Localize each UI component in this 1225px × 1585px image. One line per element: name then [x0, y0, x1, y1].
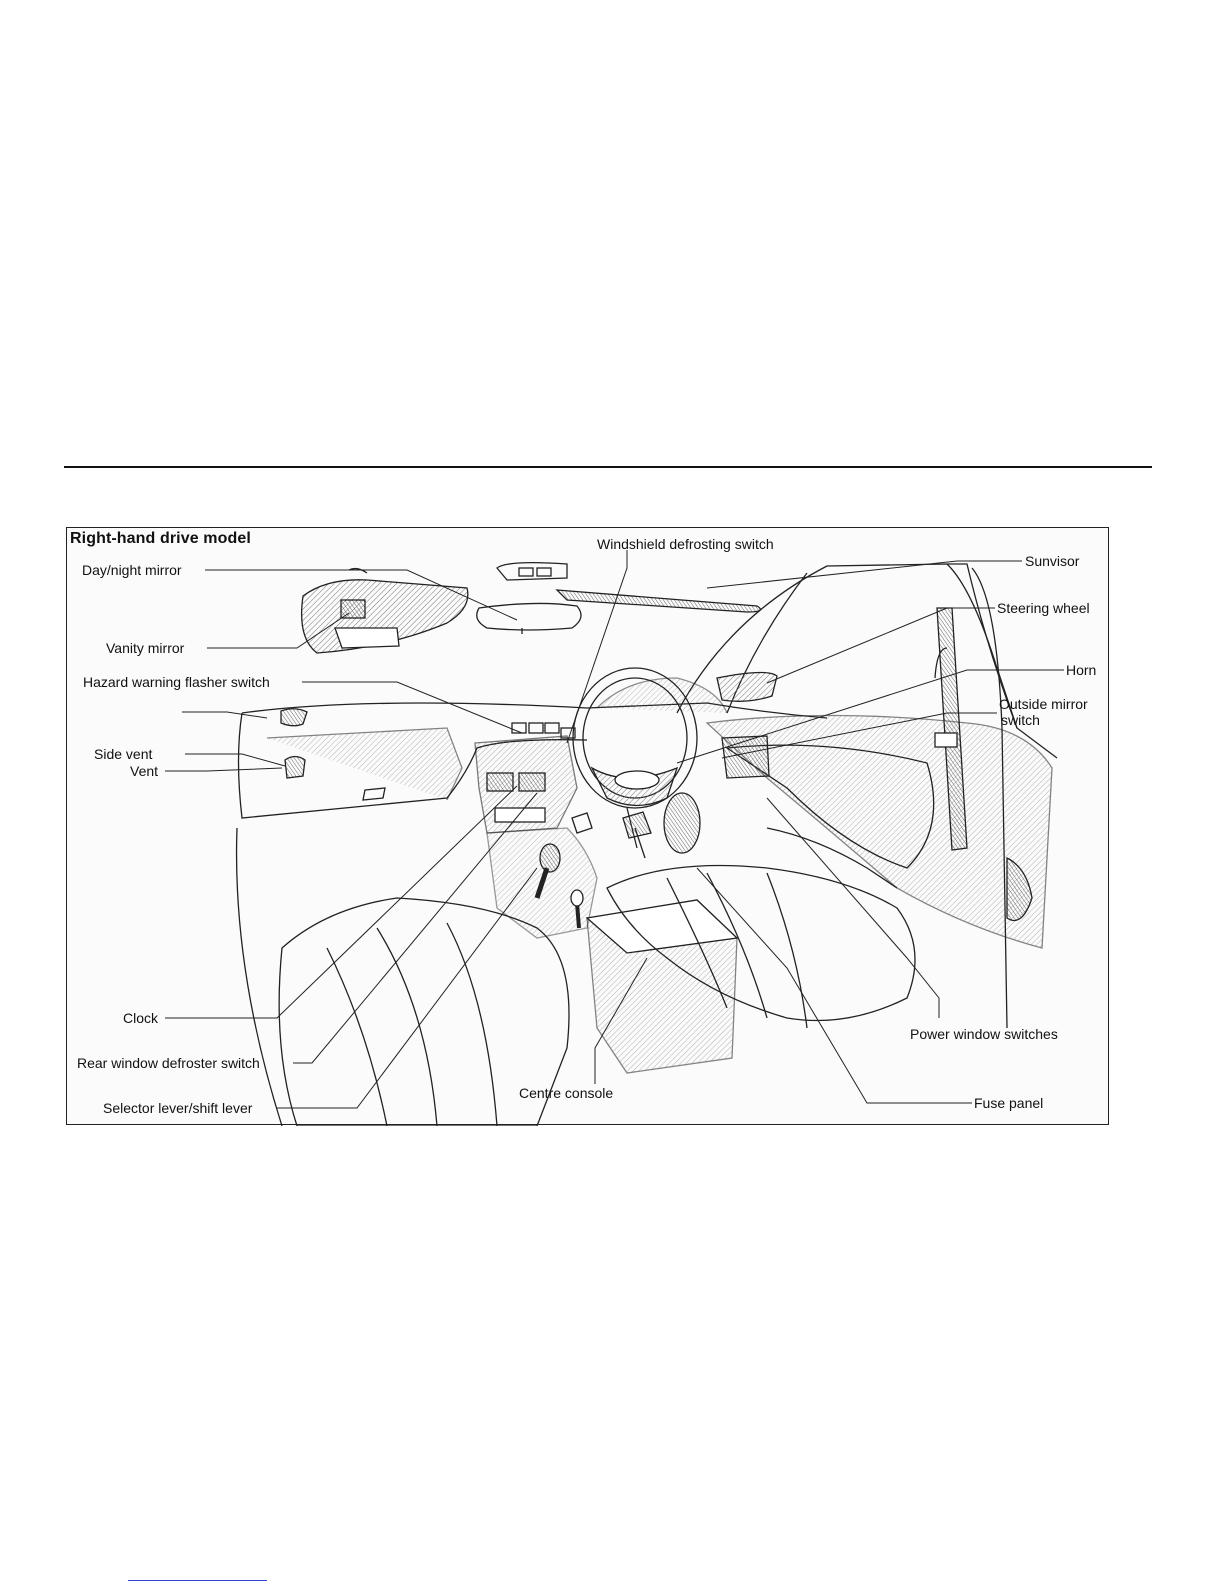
- label-rear-window-defroster-switch: Rear window defroster switch: [77, 1055, 260, 1071]
- day-night-mirror-shape: [477, 603, 581, 634]
- section-divider: [64, 466, 1152, 468]
- label-selector-lever: Selector lever/shift lever: [103, 1100, 252, 1116]
- centre-stack-shape: [475, 723, 577, 833]
- label-sunvisor: Sunvisor: [1025, 553, 1079, 569]
- label-steering-wheel: Steering wheel: [997, 600, 1090, 616]
- label-fuse-panel: Fuse panel: [974, 1095, 1043, 1111]
- label-day-night-mirror: Day/night mirror: [82, 562, 182, 578]
- centre-console-shape: [487, 828, 737, 1073]
- vanity-mirror-glass: [341, 600, 365, 618]
- label-outside-mirror-switch: Outside mirror: [999, 696, 1088, 712]
- label-vent: Vent: [130, 763, 158, 779]
- label-centre-console: Centre console: [519, 1085, 613, 1101]
- label-windshield-defrosting-switch: Windshield defrosting switch: [597, 536, 774, 552]
- label-hazard-warning-flasher-switch: Hazard warning flasher switch: [83, 674, 270, 690]
- label-horn: Horn: [1066, 662, 1096, 678]
- diagram-heading: Right-hand drive model: [70, 530, 251, 548]
- label-side-vent: Side vent: [94, 746, 152, 762]
- diagram-frame: Right-hand drive model Day/night mirror …: [66, 527, 1109, 1125]
- label-vanity-mirror: Vanity mirror: [106, 640, 184, 656]
- label-outside-mirror-switch-line2: switch: [1001, 712, 1040, 728]
- label-clock: Clock: [123, 1010, 158, 1026]
- door-panel-shape: [664, 716, 1052, 949]
- sunvisor-group: [302, 563, 761, 653]
- label-power-window-switches: Power window switches: [910, 1026, 1058, 1042]
- outside-mirror-shape: [717, 672, 777, 701]
- footer-link-underline[interactable]: [128, 1580, 267, 1581]
- steering-wheel-shape: [573, 668, 727, 848]
